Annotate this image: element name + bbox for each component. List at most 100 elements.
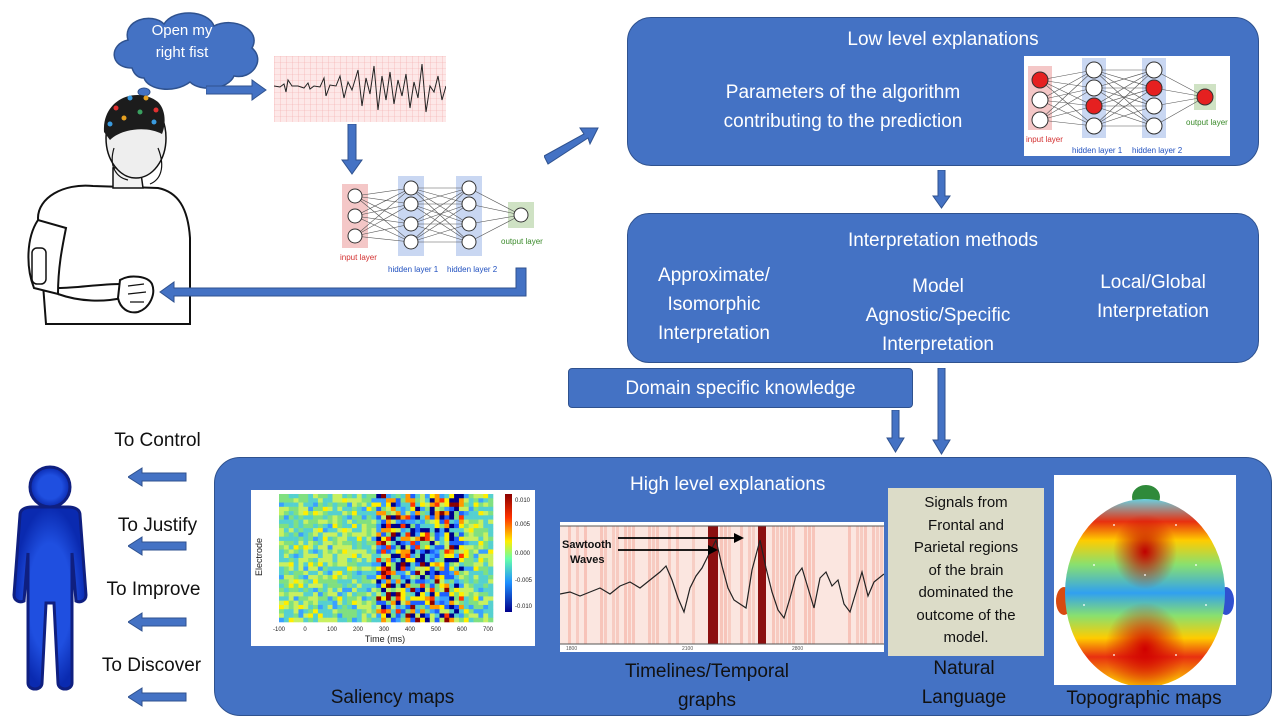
saliency-cell <box>313 494 319 499</box>
saliency-cell <box>288 515 294 520</box>
saliency-cell <box>381 613 387 619</box>
saliency-cell <box>317 506 324 512</box>
saliency-cell <box>439 511 445 516</box>
saliency-cell <box>454 579 460 584</box>
saliency-cell <box>366 617 372 623</box>
cbar-tick-3: 0.000 <box>515 551 531 557</box>
saliency-cell <box>439 596 445 601</box>
saliency-cell <box>322 579 328 584</box>
saliency-cell <box>483 523 489 529</box>
saliency-cell <box>395 553 401 559</box>
saliency-cell <box>366 519 372 525</box>
saliency-cell <box>322 506 328 512</box>
saliency-cell <box>424 604 431 610</box>
saliency-cell <box>337 579 343 584</box>
saliency-cell <box>400 515 406 520</box>
saliency-cell <box>415 506 421 512</box>
saliency-cell <box>308 532 314 537</box>
saliency-cell <box>390 579 397 584</box>
timeline-stripe <box>880 526 883 644</box>
saliency-cell <box>434 617 440 623</box>
saliency-cell <box>473 562 479 567</box>
saliency-cell <box>483 515 489 520</box>
saliency-cell <box>395 498 401 503</box>
saliency-cell <box>293 604 299 610</box>
saliency-cell <box>361 545 367 550</box>
saliency-cell <box>303 528 309 533</box>
saliency-cell <box>347 540 353 546</box>
saliency-cell <box>332 583 338 589</box>
saliency-cell <box>327 545 333 550</box>
saliency-cell <box>351 604 358 610</box>
saliency-cell <box>356 604 362 610</box>
arrow-interpretation-to-high <box>932 368 951 455</box>
saliency-cell <box>444 553 450 559</box>
saliency-cell <box>381 549 387 555</box>
saliency-cell <box>279 519 285 525</box>
saliency-cell <box>356 515 362 520</box>
saliency-cell <box>322 562 328 567</box>
saliency-cell <box>283 549 290 555</box>
saliency-cell <box>483 553 489 559</box>
saliency-cell <box>332 506 338 512</box>
saliency-cell <box>429 596 435 601</box>
saliency-cell <box>342 609 348 614</box>
saliency-cell <box>322 600 328 606</box>
saliency-cell <box>288 540 294 546</box>
saliency-cell <box>444 592 450 597</box>
saliency-cell <box>381 540 387 546</box>
saliency-cell <box>449 511 455 516</box>
saliency-cell <box>458 536 465 542</box>
saliency-cell <box>468 540 474 546</box>
saliency-cell <box>313 502 319 508</box>
saliency-cell <box>400 562 406 567</box>
saliency-cell <box>327 540 333 546</box>
saliency-cell <box>308 613 314 619</box>
saliency-cell <box>434 600 440 606</box>
saliency-cell <box>283 528 290 533</box>
arrow-improve <box>128 612 187 632</box>
timeline-caption-line-1: Timelines/Temporal <box>624 661 789 682</box>
saliency-cell <box>351 523 358 529</box>
saliency-cell <box>283 506 290 512</box>
saliency-cell <box>400 540 406 546</box>
tl-tick-3: 2800 <box>792 646 803 652</box>
timeline-stripe <box>612 526 615 644</box>
eeg-signal-image <box>274 56 446 122</box>
cbar-tick-4: -0.005 <box>515 578 533 584</box>
saliency-cell <box>337 570 343 576</box>
saliency-cell <box>434 498 440 503</box>
saliency-cell <box>488 596 494 601</box>
saliency-cell <box>293 523 299 529</box>
saliency-cell <box>483 536 489 542</box>
saliency-cell <box>298 515 304 520</box>
arrow-discover <box>128 687 187 707</box>
saliency-cell <box>308 553 314 559</box>
saliency-cell <box>337 511 343 516</box>
saliency-cell <box>371 604 377 610</box>
saliency-cell <box>293 592 299 597</box>
saliency-cell <box>420 558 426 563</box>
saliency-cell <box>488 592 494 597</box>
saliency-cell <box>356 558 362 563</box>
saliency-cell <box>317 536 324 542</box>
saliency-cell <box>405 532 411 537</box>
saliency-cell <box>458 570 465 576</box>
saliency-cell <box>376 523 382 529</box>
nl-line-1: Signals from <box>924 494 1008 511</box>
saliency-cell <box>342 536 348 542</box>
saliency-cell <box>478 613 484 619</box>
saliency-cell <box>366 515 372 520</box>
saliency-cell <box>337 540 343 546</box>
saliency-cell <box>415 562 421 567</box>
saliency-cell <box>313 558 319 563</box>
timeline-stripe <box>584 526 587 644</box>
saliency-cell <box>449 575 455 580</box>
saliency-cell <box>454 494 460 499</box>
saliency-cell <box>415 596 421 601</box>
saliency-cell <box>439 515 445 520</box>
saliency-cell <box>429 592 435 597</box>
saliency-cell <box>488 587 494 593</box>
saliency-cell <box>386 553 392 559</box>
saliency-cell <box>337 592 343 597</box>
